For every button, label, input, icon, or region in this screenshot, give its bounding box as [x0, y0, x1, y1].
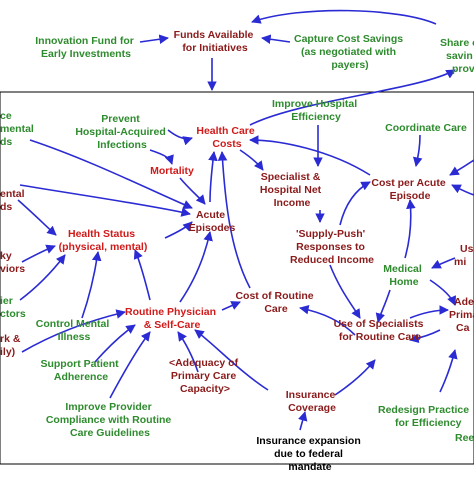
arrow-use-specialists-to-ade	[409, 305, 449, 319]
causal-arrows	[17, 9, 474, 431]
arrow-redesign-to-ade	[439, 349, 458, 393]
arrow-expansion-to-insurance	[298, 411, 308, 431]
arrow-lefttop-to-acute	[29, 139, 193, 210]
node-improve-provider: Improve Provider Compliance with Routine…	[46, 401, 174, 439]
node-right-mi: Us mi	[454, 243, 474, 268]
arrow-innovation-to-funds	[139, 34, 169, 44]
arrow-right-edge-to-cost-acute-2	[451, 184, 474, 196]
node-labels: Innovation Fund for Early Investments Fu…	[0, 29, 474, 473]
node-share-savings: Share o savin prov	[440, 37, 474, 75]
node-right-ree: Ree	[455, 432, 474, 444]
node-cost-per-acute: Cost per Acute Episode	[371, 177, 448, 202]
node-mortality: Mortality	[150, 165, 194, 177]
node-cost-routine: Cost of Routine Care	[235, 290, 316, 315]
node-coordinate-care: Coordinate Care	[385, 122, 467, 134]
arrow-acute-to-costs	[208, 151, 218, 203]
node-insurance-coverage: Insurance Coverage	[286, 389, 339, 414]
arrow-capture-to-funds	[261, 34, 291, 44]
arrow-leftmid-to-acute	[19, 184, 191, 217]
arrow-routine-to-health	[133, 249, 151, 301]
arrow-coordinate-to-cost-acute	[412, 134, 423, 167]
node-left-top: ce mental ds	[0, 110, 37, 148]
node-specialist-net-income: Specialist & Hospital Net Income	[260, 171, 324, 209]
arrow-prevent-to-mortality	[149, 149, 174, 165]
node-left-mid: ental ds	[0, 188, 27, 213]
arrow-behaviors-to-health	[21, 244, 56, 263]
arrow-ctors-to-health	[19, 254, 66, 301]
arrow-ade-to-use-specialists	[409, 329, 441, 344]
arrow-supply-to-use-specialists	[329, 264, 361, 319]
node-health-status: Health Status (physical, mental)	[59, 228, 148, 253]
arrow-insurance-to-use-specialists	[334, 359, 376, 396]
arrow-improve-provider-to-routine	[109, 331, 151, 399]
node-right-ade: Ade Prima Ca	[449, 296, 474, 334]
node-prevent-infections: Prevent Hospital-Acquired Infections	[75, 113, 168, 151]
node-left-behaviors: ky viors	[0, 250, 25, 275]
node-left-rk: rk & ily)	[0, 333, 23, 358]
arrow-cost-routine-to-costs	[217, 151, 251, 289]
arrow-right-edge-to-cost-acute	[449, 159, 474, 176]
arrow-costs-to-specialist	[239, 149, 264, 171]
arrow-control-mental-to-health	[81, 251, 102, 319]
arrow-health-to-acute	[164, 221, 193, 239]
arrow-insurance-to-routine	[194, 329, 269, 391]
arrow-rk-to-routine	[21, 309, 126, 353]
node-funds-available: Funds Available for Initiatives	[174, 29, 257, 54]
node-acute-episodes: Acute Episodes	[189, 209, 236, 234]
arrow-routine-to-acute	[179, 231, 213, 303]
arrow-leftmid-to-health	[17, 199, 57, 236]
node-support-adherence: Support Patient Adherence	[40, 358, 121, 383]
node-innovation-fund: Innovation Fund for Early Investments	[35, 35, 137, 60]
node-health-care-costs: Health Care Costs	[196, 125, 257, 150]
arrow-use-specialists-to-cost-routine	[299, 304, 356, 336]
node-control-mental: Control Mental Illness	[36, 318, 112, 343]
node-redesign: Redesign Practice for Efficiency	[378, 404, 472, 429]
node-left-ctors: ier ctors	[0, 295, 26, 320]
arrow-costs-to-share	[249, 69, 456, 126]
arrow-routine-to-cost-routine	[221, 301, 241, 311]
node-routine-physician: Routine Physician & Self-Care	[125, 306, 219, 331]
arrow-support-to-routine	[94, 324, 136, 363]
arrow-mortality-to-acute	[179, 177, 206, 205]
node-supply-push: 'Supply-Push' Responses to Reduced Incom…	[290, 228, 374, 266]
node-adequacy: <Adequacy of Primary Care Capacity>	[169, 357, 241, 395]
node-insurance-expansion: Insurance expansion due to federal manda…	[256, 435, 363, 473]
node-improve-efficiency: Improve Hospital Efficiency	[272, 98, 360, 123]
arrow-medical-home-to-ade	[429, 279, 457, 306]
arrow-adequacy-to-routine	[177, 331, 199, 373]
arrow-cost-acute-to-costs	[249, 135, 371, 176]
arrow-medical-home-to-use-specialists	[375, 289, 391, 323]
arrow-prevent-to-costs	[167, 129, 193, 146]
node-medical-home: Medical Home	[383, 263, 424, 288]
arrow-medical-home-to-cost-acute	[404, 199, 416, 259]
arrow-share-to-capture	[251, 9, 437, 25]
arrow-right-mi-to-medical-home	[431, 257, 456, 269]
model-frame	[0, 91, 474, 465]
arrow-supply-to-cost-acute	[339, 181, 371, 226]
node-use-specialists: Use of Specialists for Routine Care	[334, 318, 427, 343]
node-capture-cost-savings: Capture Cost Savings (as negotiated with…	[294, 33, 406, 71]
